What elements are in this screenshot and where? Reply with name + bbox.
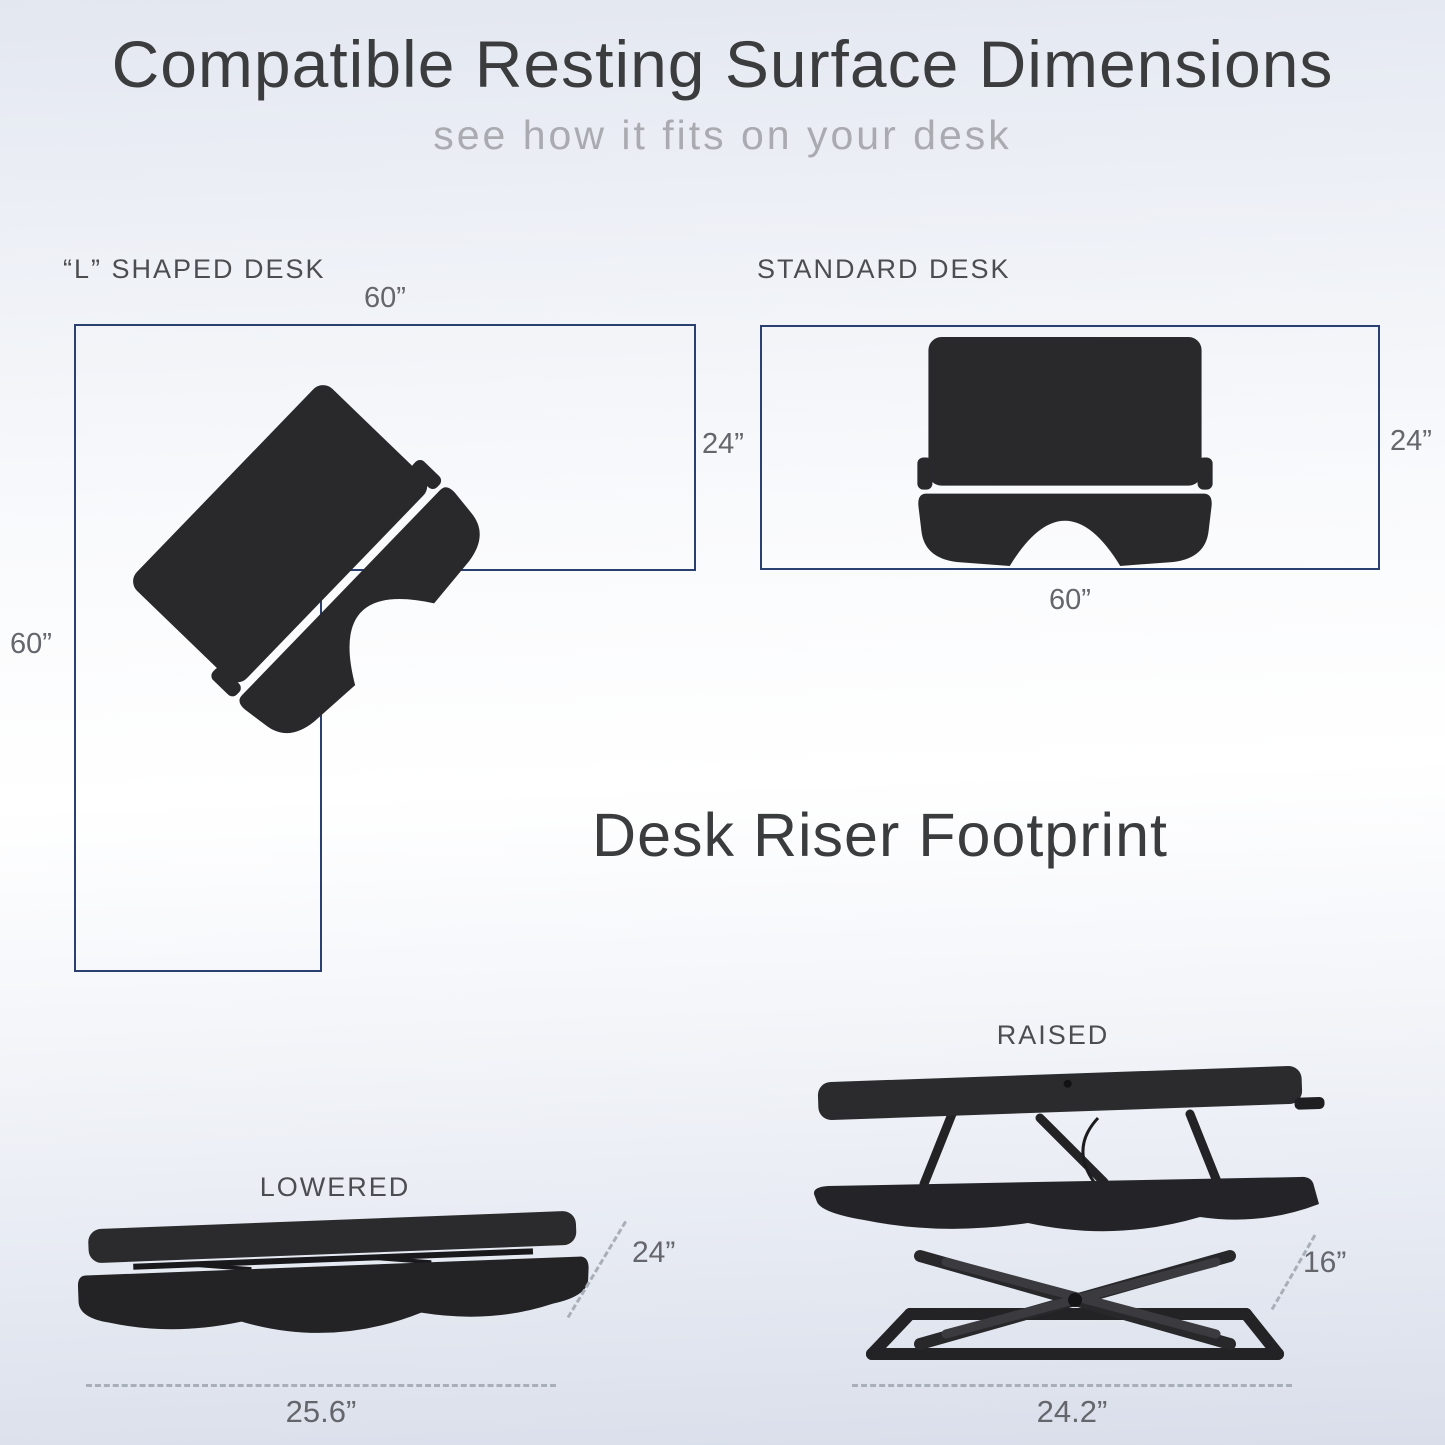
raised-base-frame [866, 1308, 1284, 1360]
raised-depth-label: 16” [1303, 1246, 1347, 1279]
standard-desk-depth-label: 24” [1390, 425, 1432, 457]
grommet-hole [1063, 1079, 1072, 1088]
lowered-base-tray [77, 1256, 589, 1333]
lowered-top-surface [88, 1211, 577, 1263]
lowered-mechanism-band [133, 1248, 534, 1270]
page-title: Compatible Resting Surface Dimensions [111, 27, 1334, 101]
standard-desk-label: STANDARD DESK [757, 254, 1011, 284]
footprint-title: Desk Riser Footprint [592, 801, 1168, 869]
l-desk-top-width-label: 60” [364, 282, 406, 314]
base-right-rail [1240, 1308, 1284, 1360]
l-desk-side-height-label: 60” [10, 628, 52, 660]
lowered-width-label: 25.6” [285, 1394, 357, 1429]
scissor-pivot [1068, 1293, 1082, 1307]
base-left-rail [866, 1308, 916, 1360]
scissor-strut [360, 1254, 432, 1265]
support-strut [1185, 1109, 1223, 1189]
support-strut [919, 1109, 957, 1189]
height-adjust-handle [1294, 1096, 1325, 1110]
l-desk-depth-label: 24” [702, 428, 744, 460]
raised-label: RAISED [996, 1020, 1110, 1050]
raised-width-dim-line [852, 1384, 1292, 1387]
lowered-riser-group [77, 1211, 589, 1333]
raised-riser-illustration [813, 1066, 1325, 1360]
riser-top-view-use [917, 337, 1213, 566]
raised-width-label: 24.2” [1036, 1394, 1108, 1429]
lowered-width-dim-line [86, 1384, 556, 1387]
gas-spring [1035, 1113, 1109, 1187]
scissor-strut [181, 1261, 252, 1272]
lowered-depth-label: 24” [632, 1236, 676, 1269]
lowered-riser-illustration [77, 1211, 589, 1333]
raised-keyboard-tray [813, 1176, 1319, 1232]
l-desk-label: “L” SHAPED DESK [63, 254, 326, 284]
raised-top-surface [817, 1066, 1303, 1120]
standard-desk-riser-top-view [917, 337, 1213, 566]
lowered-scissor-hint [181, 1254, 432, 1272]
raised-upper-supports [919, 1109, 1223, 1189]
lowered-label: LOWERED [259, 1172, 411, 1202]
raised-top-platform [817, 1066, 1325, 1120]
power-cable [1081, 1116, 1100, 1183]
standard-desk-width-label: 60” [1049, 584, 1091, 616]
page-subtitle: see how it fits on your desk [433, 112, 1012, 158]
standard-desk-outline [760, 325, 1380, 570]
